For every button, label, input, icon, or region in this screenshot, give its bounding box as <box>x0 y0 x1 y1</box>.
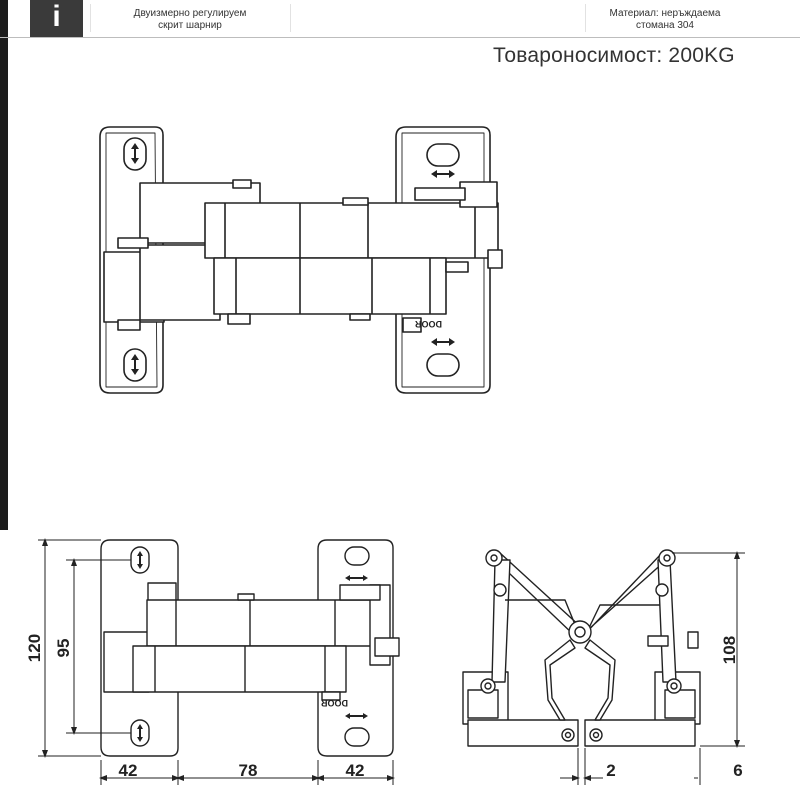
dim-offset: 6 <box>733 761 742 780</box>
vertical-adjust-arrow-icon <box>137 551 143 742</box>
hinge-side-view <box>462 549 701 747</box>
header-divider <box>585 4 586 32</box>
horizontal-adjust-arrow-icon <box>345 575 368 719</box>
adjust-slot <box>426 353 460 377</box>
hinge-front-view <box>100 539 400 757</box>
dim-width-left: 42 <box>119 761 138 780</box>
hinge-type-line2: скрит шарнир <box>158 20 222 31</box>
dim-width-right: 42 <box>346 761 365 780</box>
dim-gap: 2 <box>606 761 615 780</box>
load-capacity-label: Товароносимост: 200KG <box>493 44 735 67</box>
hinge-top-view <box>99 126 503 394</box>
lower-arm <box>213 257 447 315</box>
horizontal-adjust-arrow-icon <box>431 170 455 346</box>
hinge-type-label: Двуизмерно регулируем скрит шарнир <box>100 8 280 32</box>
material-line2: стомана 304 <box>635 20 694 31</box>
dimension-lines <box>38 538 395 785</box>
material-label: Материал: неръждаема стомана 304 <box>600 8 730 32</box>
vertical-adjust-arrow-icon <box>131 143 139 375</box>
dimension-lines <box>560 551 745 785</box>
dim-width-middle: 78 <box>239 761 258 780</box>
info-icon: i <box>30 0 83 37</box>
door-label: DOOR <box>320 698 348 708</box>
upper-arm <box>204 202 499 259</box>
spec-header: i Двуизмерно регулируем скрит шарнир Мат… <box>0 0 800 38</box>
door-label: DOOR <box>414 319 442 329</box>
header-divider <box>290 4 291 32</box>
adjust-slot <box>426 143 460 167</box>
material-line1: Материал: неръждаема <box>609 8 721 19</box>
hinge-type-line1: Двуизмерно регулируем <box>133 8 247 19</box>
dim-hole-spacing: 95 <box>54 639 73 658</box>
dim-side-height: 108 <box>720 636 739 664</box>
header-divider <box>90 4 91 32</box>
left-edge-bar <box>0 0 8 530</box>
dim-height-total: 120 <box>25 634 44 662</box>
